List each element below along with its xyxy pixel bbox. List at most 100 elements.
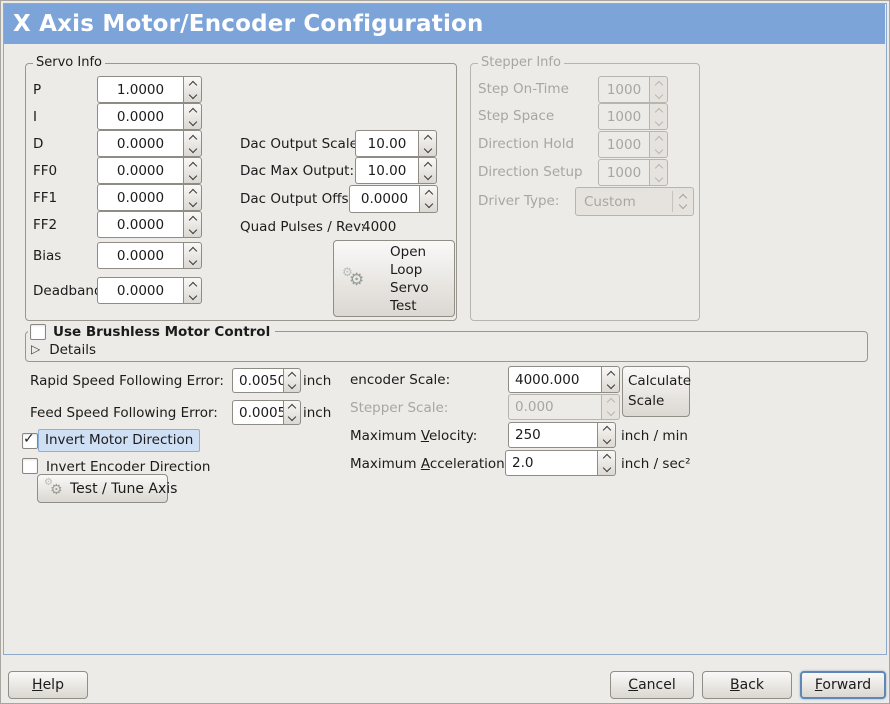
spin-up-icon[interactable] [420, 186, 437, 199]
dac-max-output-input[interactable]: 10.00 [355, 157, 418, 184]
deadband-spin-buttons[interactable] [183, 277, 202, 304]
spin-up-icon[interactable] [284, 401, 300, 413]
spin-down-icon[interactable] [184, 90, 201, 103]
use-brushless-checkbox-row[interactable]: Use Brushless Motor Control [28, 322, 276, 341]
forward-button[interactable]: Forward [800, 671, 886, 699]
p-label: P [33, 82, 42, 98]
direction-setup-label: Direction Setup [478, 164, 583, 180]
d-spinbox: 0.0000 [97, 130, 202, 157]
d-input[interactable]: 0.0000 [97, 130, 183, 157]
ff2-label: FF2 [33, 217, 58, 233]
help-button-label: Help [32, 677, 64, 693]
cancel-button-label: Cancel [628, 677, 676, 693]
ff2-input[interactable]: 0.0000 [97, 211, 183, 238]
spin-down-icon[interactable] [184, 171, 201, 184]
help-button[interactable]: Help [8, 671, 88, 699]
dac-output-offset-input[interactable]: 0.0000 [349, 185, 419, 213]
invert-encoder-direction-label[interactable]: Invert Encoder Direction [46, 459, 211, 475]
spin-up-icon[interactable] [419, 131, 436, 144]
bias-spinbox: 0.0000 [97, 242, 202, 269]
ff0-spin-buttons[interactable] [183, 157, 202, 184]
quad-pulses-label: Quad Pulses / Rev: [240, 219, 365, 235]
spin-up-icon[interactable] [184, 77, 201, 90]
test-tune-axis-button[interactable]: Test / Tune Axis [37, 474, 177, 503]
spin-down-icon[interactable] [284, 413, 300, 425]
deadband-input[interactable]: 0.0000 [97, 277, 183, 304]
calculate-scale-button[interactable]: Calculate Scale [622, 366, 691, 417]
ff1-spin-buttons[interactable] [183, 184, 202, 211]
spin-down-icon[interactable] [598, 435, 615, 447]
details-expander[interactable]: ▷ Details [31, 341, 96, 358]
spin-up-icon[interactable] [598, 451, 615, 463]
spin-down-icon[interactable] [184, 256, 201, 269]
i-spinbox: 0.0000 [97, 103, 202, 130]
spin-up-icon[interactable] [598, 423, 615, 435]
spin-down-icon[interactable] [284, 381, 300, 393]
spin-up-icon[interactable] [602, 367, 619, 380]
p-input[interactable]: 1.0000 [97, 76, 183, 103]
max-velocity-spin-buttons[interactable] [597, 422, 616, 448]
spin-up-icon[interactable] [184, 158, 201, 171]
spin-down-icon[interactable] [602, 380, 619, 393]
spin-up-icon[interactable] [184, 104, 201, 117]
ff0-label: FF0 [33, 163, 58, 179]
spin-up-icon[interactable] [284, 369, 300, 381]
feed-following-error-spinbox: 0.0005 [232, 400, 301, 425]
back-button[interactable]: Back [702, 671, 792, 699]
encoder-scale-spin-buttons[interactable] [601, 366, 620, 393]
d-spin-buttons[interactable] [183, 130, 202, 157]
open-loop-servo-test-button[interactable]: Open Loop Servo Test [333, 240, 455, 317]
spin-up-icon[interactable] [184, 278, 201, 291]
spin-down-icon[interactable] [184, 117, 201, 130]
spin-up-icon[interactable] [184, 185, 201, 198]
step-space-spinbox: 1000 [598, 103, 668, 130]
max-acceleration-spinbox: 2.0 [505, 450, 616, 476]
expander-triangle-icon[interactable]: ▷ [31, 342, 41, 356]
bias-spin-buttons[interactable] [183, 242, 202, 269]
dac-output-scale-input[interactable]: 10.00 [355, 130, 418, 157]
bias-input[interactable]: 0.0000 [97, 242, 183, 269]
invert-encoder-direction-checkbox[interactable] [22, 458, 38, 474]
dac-output-scale-spin-buttons[interactable] [418, 130, 437, 157]
spin-down-icon[interactable] [184, 225, 201, 238]
spin-down-icon[interactable] [419, 171, 436, 184]
quad-pulses-value: 4000 [362, 219, 397, 235]
ff2-spinbox: 0.0000 [97, 211, 202, 238]
rapid-following-error-input[interactable]: 0.0050 [232, 368, 283, 393]
max-acceleration-spin-buttons[interactable] [597, 450, 616, 476]
invert-motor-direction-label[interactable]: Invert Motor Direction [38, 429, 201, 452]
dac-max-output-spin-buttons[interactable] [418, 157, 437, 184]
spin-down-icon[interactable] [184, 291, 201, 304]
spin-up-icon[interactable] [184, 243, 201, 256]
spin-down-icon[interactable] [184, 198, 201, 211]
spin-down-icon[interactable] [420, 199, 437, 212]
cancel-button[interactable]: Cancel [610, 671, 694, 699]
p-spin-buttons[interactable] [183, 76, 202, 103]
details-label[interactable]: Details [49, 341, 97, 358]
spin-down-icon[interactable] [598, 463, 615, 475]
feed-following-error-spin-buttons[interactable] [283, 400, 301, 425]
feed-following-error-input[interactable]: 0.0005 [232, 400, 283, 425]
ff2-spin-buttons[interactable] [183, 211, 202, 238]
invert-motor-direction-checkbox[interactable] [22, 431, 38, 449]
spin-up-icon[interactable] [184, 212, 201, 225]
use-brushless-checkbox[interactable] [30, 323, 46, 340]
page-header: X Axis Motor/Encoder Configuration [4, 4, 885, 44]
spin-up-icon[interactable] [419, 158, 436, 171]
spin-up-icon [602, 395, 619, 407]
spin-up-icon[interactable] [184, 131, 201, 144]
use-brushless-label[interactable]: Use Brushless Motor Control [53, 323, 271, 340]
dac-output-offset-spin-buttons[interactable] [419, 185, 438, 213]
spin-up-icon [650, 77, 667, 90]
spin-down-icon[interactable] [419, 144, 436, 157]
encoder-scale-input[interactable]: 4000.000 [508, 366, 601, 393]
i-spin-buttons[interactable] [183, 103, 202, 130]
i-input[interactable]: 0.0000 [97, 103, 183, 130]
spin-down-icon[interactable] [184, 144, 201, 157]
ff0-input[interactable]: 0.0000 [97, 157, 183, 184]
d-label: D [33, 136, 44, 152]
max-velocity-input[interactable]: 250 [508, 422, 597, 448]
rapid-following-error-spin-buttons[interactable] [283, 368, 301, 393]
ff1-input[interactable]: 0.0000 [97, 184, 183, 211]
max-acceleration-input[interactable]: 2.0 [505, 450, 597, 476]
